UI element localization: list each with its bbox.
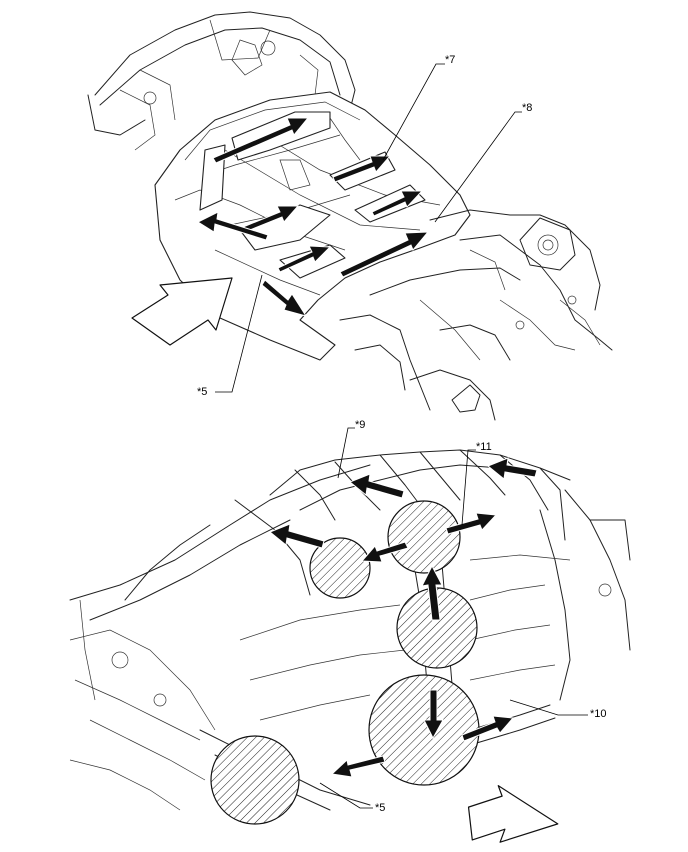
- arrow-bot-bpillar-down: [423, 689, 444, 740]
- callout-label-5-bottom: *5: [375, 802, 386, 814]
- leader-c10: [509, 699, 588, 716]
- arrow-top-6: [339, 231, 430, 278]
- callout-label-7: *7: [445, 54, 456, 66]
- bottom-hatched-joints: [210, 500, 480, 825]
- arrow-top-1: [212, 117, 310, 164]
- leader-c5-bottom: [319, 782, 373, 809]
- leader-c5-top: [215, 274, 263, 393]
- leader-c11: [461, 449, 476, 526]
- bottom-load-path-arrows: [269, 457, 538, 778]
- leader-c9: [337, 427, 355, 479]
- top-load-path-arrows: [196, 117, 430, 317]
- callout-label-11: *11: [476, 441, 492, 453]
- arrow-bot-bpillar-left: [360, 541, 409, 563]
- leader-c7: [382, 63, 445, 161]
- arrow-bot-roof-2: [349, 473, 405, 499]
- callout-label-10: *10: [590, 708, 607, 720]
- bottom-view-direction-arrow: [467, 785, 559, 843]
- top-underbody-assembly: [87, 11, 613, 421]
- arrow-bot-roof-3: [487, 457, 538, 480]
- callout-label-5-top: *5: [197, 386, 208, 398]
- top-view-direction-arrow: [131, 277, 233, 346]
- arrow-bot-sill-right: [461, 715, 515, 742]
- leader-c8: [434, 111, 522, 223]
- joint-front-sill: [210, 735, 300, 825]
- arrow-top-7: [196, 211, 269, 241]
- callout-label-8: *8: [522, 102, 533, 114]
- joint-a-pillar-roof: [309, 537, 371, 599]
- arrow-bot-bpillar-up: [421, 564, 443, 621]
- arrow-bot-sill-left: [330, 755, 386, 778]
- joint-b-pillar-mid: [396, 587, 478, 669]
- bottom-body-side-assembly: [69, 449, 631, 811]
- arrow-top-8: [261, 279, 308, 317]
- arrow-top-2: [332, 155, 392, 183]
- callout-label-9: *9: [355, 419, 366, 431]
- arrow-bot-bpillar-right: [445, 512, 498, 535]
- joint-b-pillar-sill: [368, 674, 480, 786]
- callout-leader-lines: [215, 63, 588, 809]
- arrow-bot-roof-1: [269, 523, 325, 549]
- arrow-top-5: [371, 190, 424, 217]
- joint-b-pillar-roof: [387, 500, 461, 574]
- arrow-top-4: [277, 245, 332, 273]
